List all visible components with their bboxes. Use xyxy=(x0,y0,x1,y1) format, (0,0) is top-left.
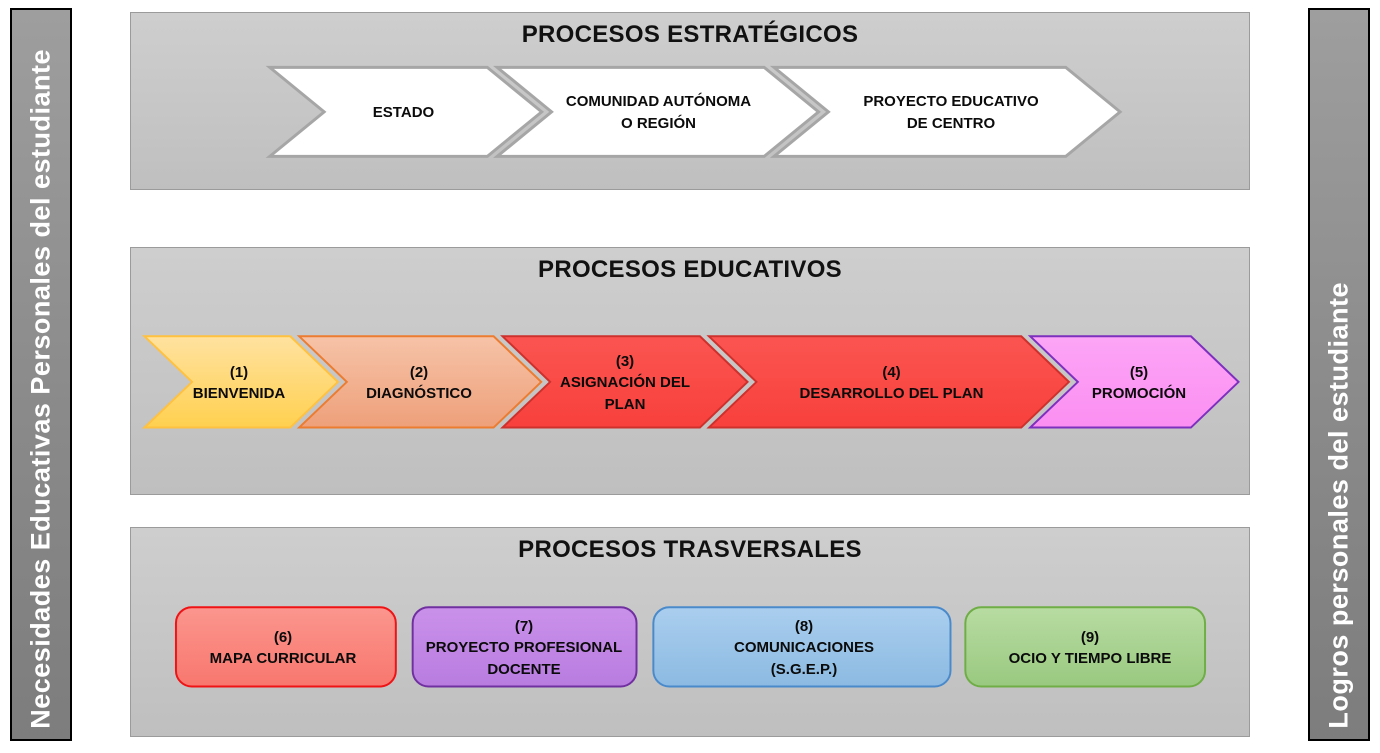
strategic-arrows-graphic xyxy=(265,65,1123,158)
chevron-diagnostico-shape xyxy=(296,335,543,429)
panel-title-educativos: PROCESOS EDUCATIVOS xyxy=(538,256,842,283)
chevron-asignacion-shape xyxy=(500,335,749,429)
box-proyecto-profesional-shape xyxy=(411,606,638,688)
left-vertical-bar: Necesidades Educativas Personales del es… xyxy=(10,8,72,741)
chevron-estado-shape xyxy=(265,65,545,158)
box-comunicaciones-shape xyxy=(652,606,952,688)
chevron-proyecto-shape xyxy=(769,65,1123,158)
transversal-boxes-graphic xyxy=(174,606,1207,688)
left-vertical-bar-label: Necesidades Educativas Personales del es… xyxy=(25,49,56,729)
chevron-desarrollo-shape xyxy=(706,335,1071,429)
panel-procesos-educativos: PROCESOS EDUCATIVOS xyxy=(130,247,1250,495)
panel-procesos-trasversales: PROCESOS TRASVERSALES (6) xyxy=(130,527,1250,737)
right-vertical-bar: Logros personales del estudiante xyxy=(1308,8,1370,741)
panel-procesos-estrategicos: PROCESOS ESTRATÉGICOS ESTADO COMUNIDAD A… xyxy=(130,12,1250,190)
chevron-comunidad-shape xyxy=(493,65,821,158)
box-mapa-curricular-shape xyxy=(174,606,397,688)
educational-arrows-graphic xyxy=(141,335,1240,429)
right-vertical-bar-label: Logros personales del estudiante xyxy=(1323,282,1354,729)
panel-title-estrategicos: PROCESOS ESTRATÉGICOS xyxy=(521,21,859,48)
chevron-bienvenida-shape xyxy=(141,335,340,429)
box-ocio-shape xyxy=(964,606,1207,688)
chevron-promocion-shape xyxy=(1027,335,1240,429)
panel-title-trasversales: PROCESOS TRASVERSALES xyxy=(518,536,862,563)
